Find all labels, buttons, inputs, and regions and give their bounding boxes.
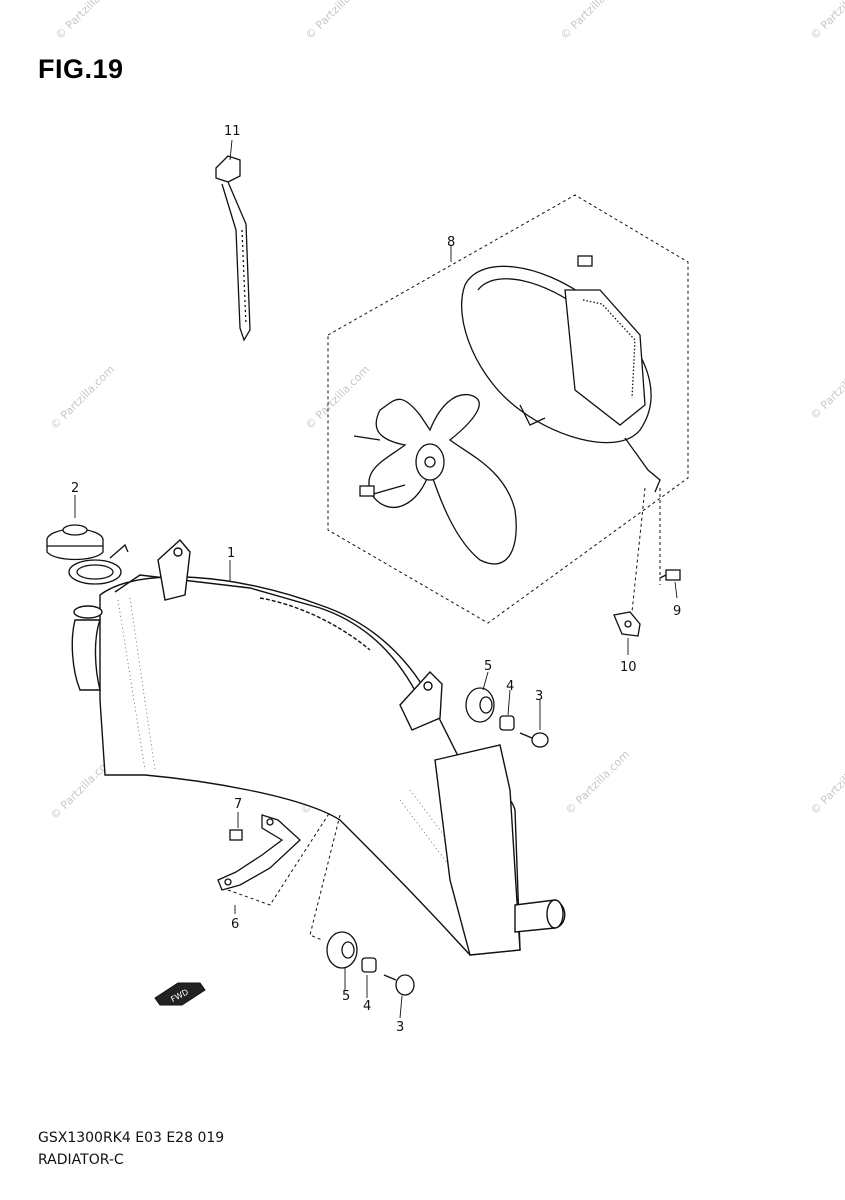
- part-11-cable-tie: [215, 155, 251, 342]
- part-3-bolt-upper: [519, 732, 549, 748]
- callout-3-upper: 3: [535, 689, 543, 704]
- part-5-grommet-lower: [326, 931, 358, 969]
- part-3-bolt-lower: [383, 974, 415, 996]
- callout-8: 8: [447, 235, 455, 250]
- part-10-bracket: [613, 611, 641, 637]
- filler-neck: [68, 543, 129, 585]
- watermark: © Partzilla.com: [303, 363, 372, 432]
- part-6-leader: [227, 811, 331, 906]
- part-7-bolt: [229, 829, 243, 841]
- part-1-radiator: [71, 538, 566, 956]
- part-8-group-outline: [327, 194, 689, 624]
- watermark: © Partzilla.com: [303, 0, 372, 42]
- part-4-collar-upper: [499, 715, 515, 731]
- callout-leaders: [74, 139, 678, 1019]
- part-2-radiator-cap: [46, 524, 104, 561]
- watermark: © Partzilla.com: [48, 363, 117, 432]
- callout-4-upper: 4: [506, 679, 514, 694]
- callout-4-lower: 4: [363, 999, 371, 1014]
- part-10-leader: [631, 487, 646, 613]
- callout-10: 10: [620, 660, 637, 675]
- diagram-code: GSX1300RK4 E03 E28 019: [38, 1130, 225, 1146]
- watermark: © Partzilla.com: [808, 353, 845, 422]
- callout-7: 7: [234, 797, 242, 812]
- callout-labels: 1 2 3 3 4 4 5 5 6 7 8 9 10 11: [71, 124, 681, 1035]
- part-8-fan-assembly: [353, 255, 661, 565]
- callout-2: 2: [71, 481, 79, 496]
- forward-arrow-icon: FWD: [154, 982, 206, 1006]
- callout-5-upper: 5: [484, 659, 492, 674]
- watermark: © Partzilla.com: [808, 748, 845, 817]
- lower-mount-leader: [309, 814, 341, 941]
- diagram-name: RADIATOR-C: [38, 1152, 124, 1168]
- callout-3-lower: 3: [396, 1020, 404, 1035]
- watermark: © Partzilla.com: [808, 0, 845, 42]
- figure-title: FIG.19: [38, 54, 124, 84]
- watermark: © Partzilla.com: [558, 0, 627, 42]
- part-6-bracket: [217, 814, 301, 891]
- part-4-collar-lower: [361, 957, 377, 973]
- watermark: © Partzilla.com: [53, 0, 122, 42]
- callout-9: 9: [673, 604, 681, 619]
- part-9-bolt: [659, 569, 681, 581]
- watermark: © Partzilla.com: [563, 748, 632, 817]
- callout-11: 11: [224, 124, 241, 139]
- callout-6: 6: [231, 917, 239, 932]
- part-5-grommet-upper: [465, 687, 495, 723]
- callout-5-lower: 5: [342, 989, 350, 1004]
- callout-1: 1: [227, 546, 235, 561]
